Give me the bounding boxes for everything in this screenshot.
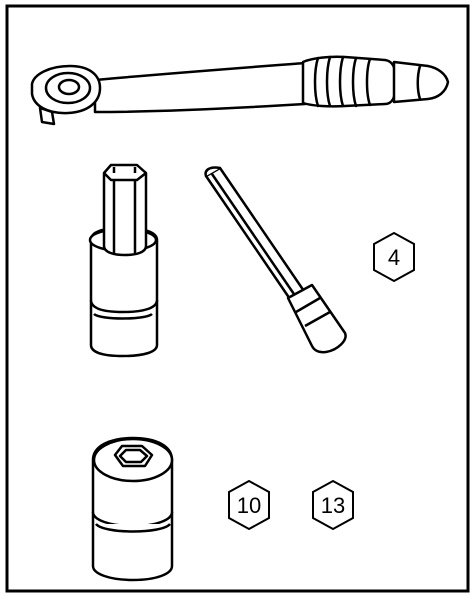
size-label-4: 4 — [373, 231, 415, 283]
hexagon-badge — [373, 231, 415, 283]
socket-size-label-b: 13 — [321, 493, 345, 518]
size-label-10: 10 — [228, 479, 270, 531]
hexagon-badge — [228, 479, 270, 531]
hexagon-badge — [312, 479, 354, 531]
hex-socket-icon — [91, 436, 174, 582]
socket-size-label-a: 10 — [237, 493, 261, 518]
bit-size-label: 4 — [388, 245, 400, 270]
size-label-13: 13 — [312, 479, 354, 531]
hex-bit-socket-icon — [88, 163, 159, 358]
long-hex-bit-icon — [204, 166, 347, 354]
ratchet-wrench-icon — [30, 55, 450, 126]
frame-border — [5, 4, 470, 593]
